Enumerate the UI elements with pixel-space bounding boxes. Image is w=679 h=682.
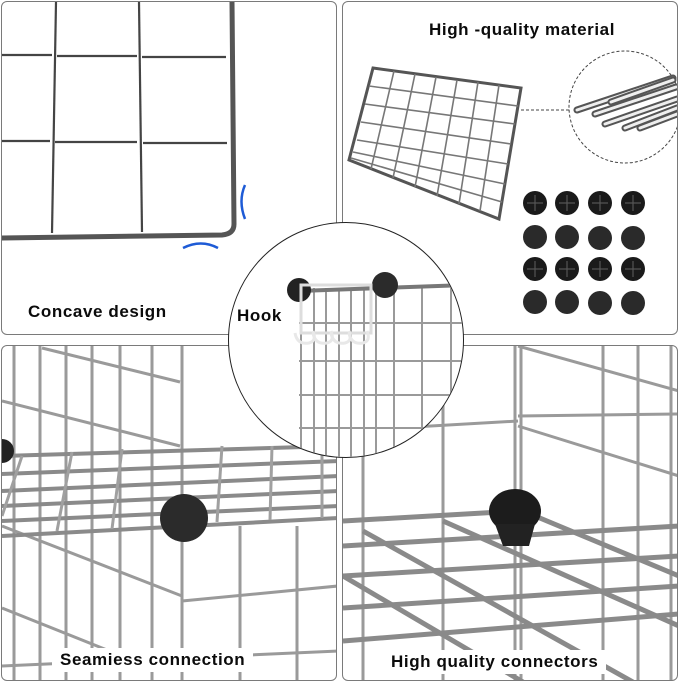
wire-panel-illustration — [347, 50, 677, 315]
connector-joint — [160, 494, 208, 542]
hook-illustration — [287, 272, 463, 457]
panel-seamless-connection: Seamiess connection — [1, 345, 337, 681]
label-hook: Hook — [237, 306, 282, 325]
panel-concave-design: Concave design — [1, 1, 337, 335]
label-seamless-connection: Seamiess connection — [52, 648, 254, 672]
label-high-quality-connectors: High quality connectors — [383, 650, 607, 674]
concave-indicator-arc-right — [240, 184, 247, 220]
shelf-connection-illustration — [2, 346, 336, 680]
connector-grid — [523, 191, 645, 315]
concave-indicator-arc-bottom — [182, 242, 219, 250]
connector-joint — [489, 489, 541, 533]
wire-grid-corner-illustration — [2, 2, 247, 250]
label-high-quality-material: High -quality material — [429, 20, 616, 39]
hook-inset-circle: Hook — [228, 222, 464, 458]
label-concave-design: Concave design — [28, 302, 167, 321]
